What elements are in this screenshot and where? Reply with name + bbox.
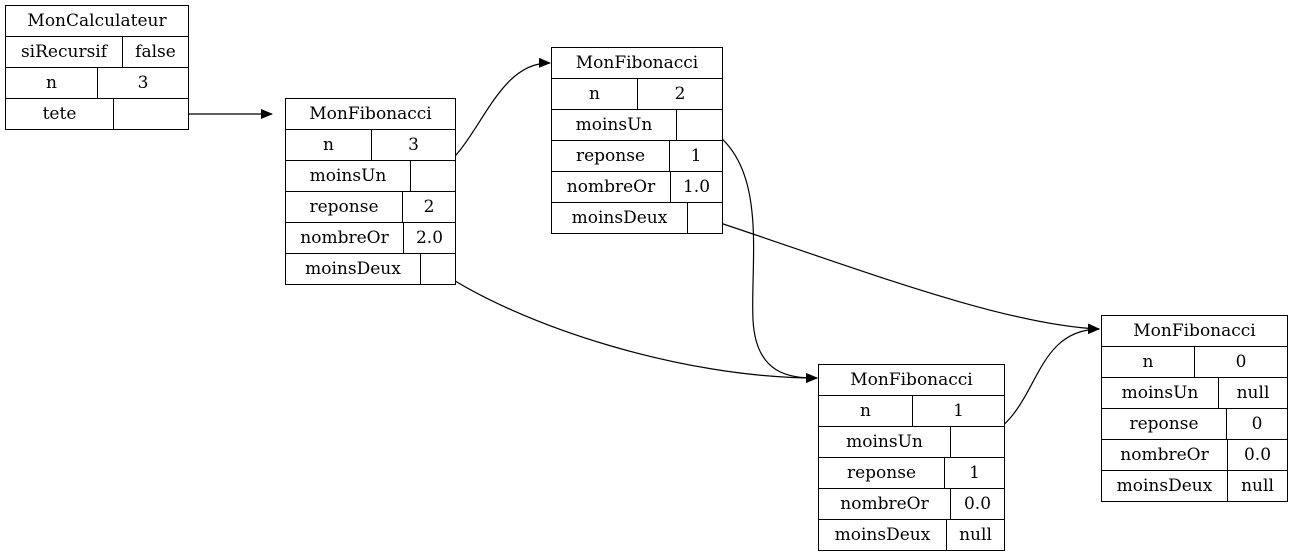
field-row: n 2 xyxy=(552,79,722,110)
pointer-slot[interactable] xyxy=(688,203,722,233)
field-value: false xyxy=(135,42,176,62)
field-value: 1 xyxy=(690,146,702,166)
field-key: reponse xyxy=(1102,409,1227,439)
field-key: siRecursif xyxy=(6,37,123,67)
node-fib1: MonFibonacci n 1 moinsUn reponse 1 nombr… xyxy=(818,364,1005,551)
field-row: n 3 xyxy=(6,68,188,99)
field-key: moinsDeux xyxy=(552,203,688,233)
node-fib0: MonFibonacci n 0 moinsUn null reponse 0 … xyxy=(1101,315,1288,502)
field-row: moinsDeux null xyxy=(1102,471,1287,501)
field-key: n xyxy=(819,396,913,426)
edge-fib3-moinsDeux-fib1 xyxy=(435,266,818,383)
node-title: MonCalculateur xyxy=(6,6,188,37)
field-key: moinsDeux xyxy=(819,520,947,550)
field-row: moinsUn xyxy=(819,427,1004,458)
field-key: moinsUn xyxy=(286,161,411,191)
pointer-slot[interactable] xyxy=(114,99,188,129)
field-key: moinsDeux xyxy=(286,254,421,284)
field-value: 1 xyxy=(969,463,980,483)
field-value: 3 xyxy=(408,135,419,155)
field-row: moinsDeux null xyxy=(819,520,1004,550)
field-row: reponse 1 xyxy=(552,141,722,172)
field-value: 2.0 xyxy=(415,228,444,248)
field-row: nombreOr 0.0 xyxy=(819,489,1004,520)
field-row: moinsUn xyxy=(286,161,455,192)
field-key: n xyxy=(286,130,372,160)
edge-fib2-moinsDeux-fib0 xyxy=(702,213,1100,334)
field-key: nombreOr xyxy=(819,489,951,519)
field-key: reponse xyxy=(286,192,403,222)
field-row: moinsDeux xyxy=(286,254,455,284)
field-key: n xyxy=(1102,347,1195,377)
field-row: moinsDeux xyxy=(552,203,722,233)
field-row: n 0 xyxy=(1102,347,1287,378)
field-row: moinsUn null xyxy=(1102,378,1287,409)
node-title: MonFibonacci xyxy=(286,99,455,130)
field-row: nombreOr 1.0 xyxy=(552,172,722,203)
field-key: moinsUn xyxy=(819,427,951,457)
field-row: tete xyxy=(6,99,188,129)
field-row: n 3 xyxy=(286,130,455,161)
field-value: 0 xyxy=(1251,414,1263,434)
field-key: n xyxy=(552,79,638,109)
node-fib3: MonFibonacci n 3 moinsUn reponse 2 nombr… xyxy=(285,98,456,285)
field-value: null xyxy=(1241,476,1274,496)
field-row: moinsUn xyxy=(552,110,722,141)
field-value: 1 xyxy=(953,401,964,421)
field-key: moinsUn xyxy=(1102,378,1219,408)
node-fib2: MonFibonacci n 2 moinsUn reponse 1 nombr… xyxy=(551,47,723,234)
field-value: null xyxy=(959,525,992,545)
field-row: reponse 2 xyxy=(286,192,455,223)
field-key: reponse xyxy=(552,141,670,171)
field-value: 0.0 xyxy=(1243,445,1272,465)
field-value: 2 xyxy=(423,197,435,217)
field-key: nombreOr xyxy=(552,172,671,202)
node-calc: MonCalculateur siRecursif false n 3 tete xyxy=(5,5,189,130)
field-row: reponse 0 xyxy=(1102,409,1287,440)
field-key: tete xyxy=(6,99,114,129)
field-key: reponse xyxy=(819,458,945,488)
node-title: MonFibonacci xyxy=(552,48,722,79)
field-value: null xyxy=(1236,383,1270,403)
field-value: 3 xyxy=(137,73,149,93)
field-row: nombreOr 0.0 xyxy=(1102,440,1287,471)
field-key: nombreOr xyxy=(286,223,404,253)
node-title: MonFibonacci xyxy=(819,365,1004,396)
field-value: 0 xyxy=(1235,352,1247,372)
field-key: moinsUn xyxy=(552,110,677,140)
field-value: 0.0 xyxy=(963,494,992,514)
field-key: moinsDeux xyxy=(1102,471,1228,501)
field-row: siRecursif false xyxy=(6,37,188,68)
field-key: nombreOr xyxy=(1102,440,1228,470)
pointer-slot[interactable] xyxy=(677,110,722,140)
field-row: nombreOr 2.0 xyxy=(286,223,455,254)
field-key: n xyxy=(6,68,98,98)
pointer-slot[interactable] xyxy=(951,427,1004,457)
field-row: n 1 xyxy=(819,396,1004,427)
field-value: 2 xyxy=(674,84,686,104)
field-row: reponse 1 xyxy=(819,458,1004,489)
pointer-slot[interactable] xyxy=(411,161,455,191)
field-value: 1.0 xyxy=(682,177,711,197)
pointer-slot[interactable] xyxy=(421,254,455,284)
node-title: MonFibonacci xyxy=(1102,316,1287,347)
